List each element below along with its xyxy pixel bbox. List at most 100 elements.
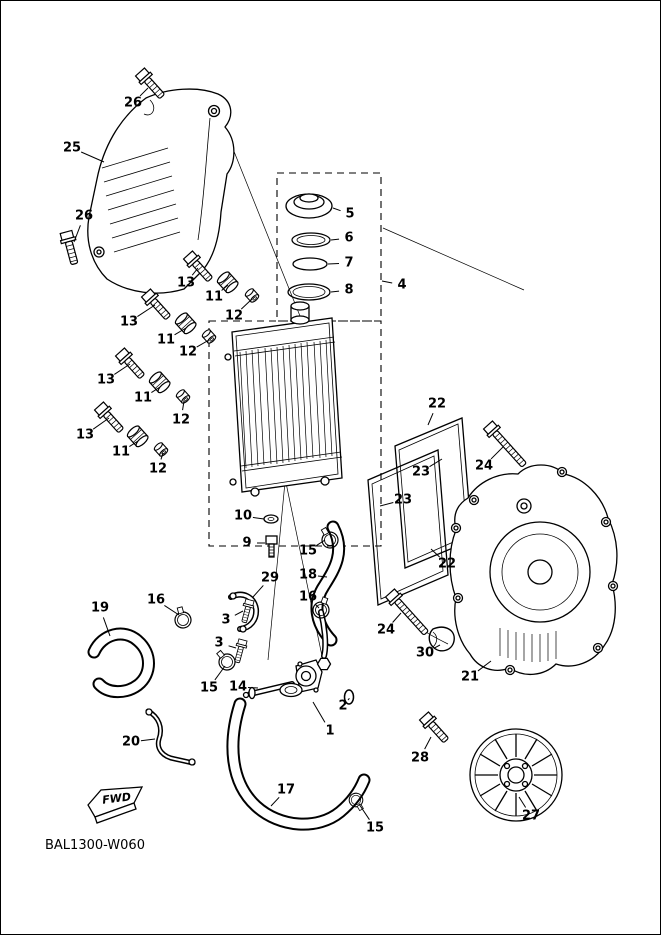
callout-8: 8 bbox=[344, 283, 353, 298]
leader-line bbox=[102, 617, 111, 637]
callout-13: 13 bbox=[177, 276, 195, 291]
collar-12-c bbox=[174, 387, 192, 405]
bolt-28 bbox=[417, 710, 453, 747]
leader-line bbox=[140, 738, 156, 742]
callout-11: 11 bbox=[205, 290, 223, 305]
thermostat-housing bbox=[279, 609, 332, 698]
leader-line bbox=[477, 660, 492, 672]
callout-11: 11 bbox=[112, 445, 130, 460]
leader-line bbox=[381, 280, 393, 284]
diagram-code: BAL1300-W060 bbox=[45, 838, 145, 853]
leader-line bbox=[429, 458, 443, 468]
leader-line bbox=[392, 612, 402, 623]
callout-24: 24 bbox=[377, 623, 395, 638]
radiator-fins bbox=[239, 339, 333, 469]
leader-line bbox=[327, 262, 340, 265]
callout-26: 26 bbox=[75, 209, 93, 224]
radiator bbox=[224, 301, 343, 497]
callout-6: 6 bbox=[344, 231, 353, 246]
leader-line bbox=[358, 803, 370, 820]
leader-line bbox=[73, 225, 81, 243]
leader-line bbox=[433, 644, 441, 649]
clip-30 bbox=[428, 626, 455, 652]
leader-line bbox=[312, 701, 326, 723]
callout-11: 11 bbox=[134, 391, 152, 406]
o-ring bbox=[343, 689, 355, 705]
leader-line bbox=[160, 452, 164, 460]
collar-12-a bbox=[243, 286, 261, 304]
callout-29: 29 bbox=[261, 571, 279, 586]
fwd-label: FWD bbox=[101, 790, 131, 806]
callout-25: 25 bbox=[63, 141, 81, 156]
fwd-marker: FWD bbox=[87, 786, 144, 824]
callout-14: 14 bbox=[229, 680, 247, 695]
fwd-arrow bbox=[87, 786, 144, 818]
callout-1: 1 bbox=[325, 724, 334, 739]
collar-12-b bbox=[200, 327, 218, 345]
clamp-16-left bbox=[171, 604, 194, 631]
callout-4: 4 bbox=[397, 278, 406, 293]
callout-12: 12 bbox=[225, 309, 243, 324]
callout-11: 11 bbox=[157, 333, 175, 348]
crankcase-bolt-lugs bbox=[450, 466, 619, 676]
callout-30: 30 bbox=[416, 646, 434, 661]
crankcase-cover bbox=[449, 464, 619, 676]
filler-neck-seal bbox=[287, 283, 331, 301]
breather-hose bbox=[87, 627, 155, 699]
bracket-20 bbox=[145, 708, 196, 766]
callout-24: 24 bbox=[475, 459, 493, 474]
callout-9: 9 bbox=[242, 536, 251, 551]
callout-23: 23 bbox=[394, 493, 412, 508]
callout-16: 16 bbox=[147, 593, 165, 608]
callout-16: 16 bbox=[299, 590, 317, 605]
leader-line bbox=[424, 736, 432, 750]
callout-19: 19 bbox=[91, 601, 109, 616]
leader-line bbox=[92, 417, 110, 430]
leader-line bbox=[252, 585, 264, 598]
callout-28: 28 bbox=[411, 751, 429, 766]
callout-2: 2 bbox=[338, 699, 347, 714]
leader-line bbox=[427, 412, 434, 426]
leader-line bbox=[182, 400, 185, 411]
callout-15: 15 bbox=[366, 821, 384, 836]
collar-12-d bbox=[152, 440, 170, 458]
leader-line bbox=[317, 575, 328, 578]
callout-5: 5 bbox=[345, 207, 354, 222]
bolt-13-d bbox=[92, 400, 128, 437]
leader-line bbox=[214, 665, 226, 681]
damper-11-b bbox=[173, 310, 199, 336]
callout-3: 3 bbox=[221, 613, 230, 628]
callout-26: 26 bbox=[124, 96, 142, 111]
callout-22: 22 bbox=[438, 557, 456, 572]
callout-10: 10 bbox=[234, 509, 252, 524]
leader-line bbox=[332, 207, 341, 212]
radiator-outlet-hose bbox=[310, 520, 346, 647]
callout-27: 27 bbox=[522, 809, 540, 824]
callout-15: 15 bbox=[200, 681, 218, 696]
leader-line bbox=[518, 796, 527, 808]
leader-line bbox=[80, 151, 105, 163]
leader-line bbox=[164, 605, 180, 616]
callout-3: 3 bbox=[214, 636, 223, 651]
leader-line bbox=[137, 304, 156, 317]
leader-line bbox=[114, 363, 131, 375]
leader-line bbox=[240, 298, 253, 310]
callout-13: 13 bbox=[76, 428, 94, 443]
radiator-cap-group bbox=[285, 193, 333, 301]
callout-12: 12 bbox=[172, 413, 190, 428]
leader-line bbox=[191, 267, 199, 276]
bolt-13-b bbox=[139, 287, 175, 324]
callout-13: 13 bbox=[120, 315, 138, 330]
construction-lines bbox=[218, 113, 525, 661]
cooling-fan bbox=[469, 728, 563, 822]
leader-line bbox=[196, 339, 210, 348]
leader-line bbox=[379, 502, 394, 507]
drain-bolt-group bbox=[263, 514, 279, 558]
leader-line bbox=[270, 796, 280, 807]
callout-17: 17 bbox=[277, 783, 295, 798]
bolt-13-c bbox=[113, 346, 149, 383]
clamp-15-mid bbox=[211, 646, 239, 674]
